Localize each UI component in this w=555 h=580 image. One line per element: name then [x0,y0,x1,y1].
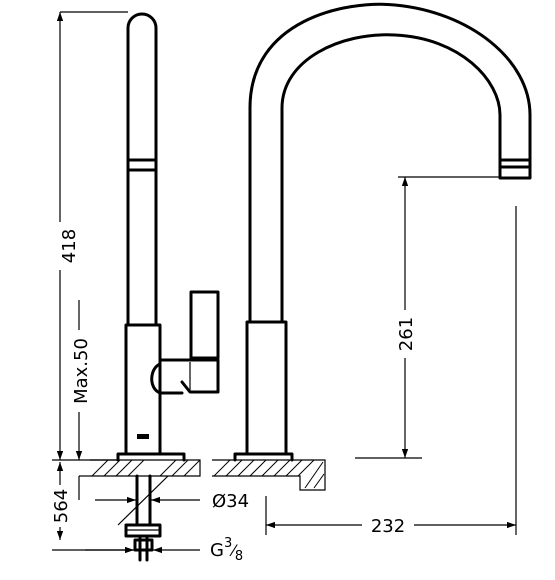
hole-diameter-label: Ø34 [212,491,249,512]
spout-tube-side [126,12,158,327]
dimension-max-deck: Max.50 [69,300,92,500]
dimension-spout-reach: 232 [265,206,517,538]
spout-height-label: 261 [396,317,417,351]
body-right [245,320,288,456]
lever-knob [150,362,184,395]
countertop [90,459,326,491]
total-height-label: 418 [59,229,80,263]
dimension-total-height: 418 [50,11,128,461]
spout-reach-label: 232 [371,516,405,537]
dimension-hole-diameter: Ø34 [95,491,249,512]
lever-handle [189,290,220,360]
thread-label: G3⁄8 [210,536,243,564]
dimension-shank-length: 564 [48,462,136,551]
logo-mark [137,434,149,439]
dimension-connection-thread: G3⁄8 [85,536,243,564]
shank-length-label: 564 [51,489,72,523]
body-left [124,323,162,456]
countertop-hatching [91,459,325,489]
faucet-side-view [116,12,220,562]
lever-body [158,358,220,394]
max-deck-label: Max.50 [71,338,92,404]
faucet-front-view [233,2,532,462]
gooseneck-spout [248,2,532,324]
dimension-spout-height: 261 [355,176,500,459]
